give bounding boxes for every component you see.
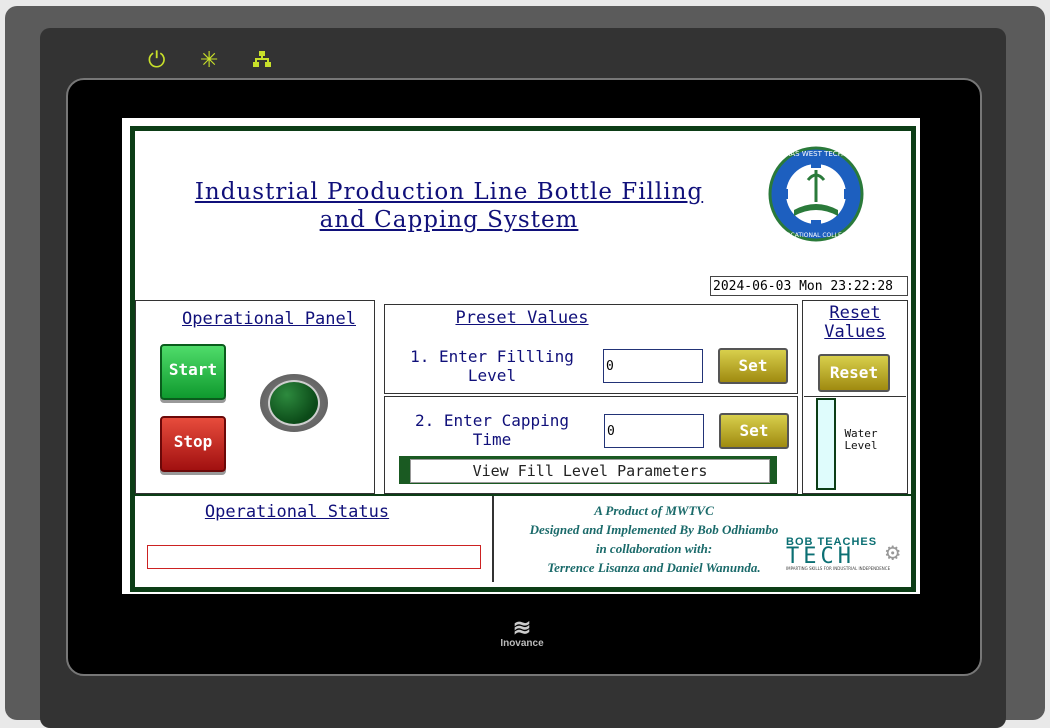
- logo-brand-top: BOB TEACHES: [786, 536, 878, 548]
- reset-values-title-line1: Reset: [829, 303, 881, 323]
- logo-brand-bottom: TECH: [786, 544, 855, 569]
- credits-line1: A Product of MWTVC: [594, 503, 714, 518]
- green-frame: [130, 126, 916, 592]
- bob-teaches-tech-logo: BOB TEACHES TECH IMPARTING SKILLS FOR IN…: [786, 536, 906, 580]
- logo-tagline: IMPARTING SKILLS FOR INDUSTRIAL INDEPEND…: [786, 566, 891, 571]
- run-indicator-lamp: [260, 374, 328, 432]
- capping-time-label: 2. Enter Capping Time: [392, 411, 592, 449]
- brand-logo: ≋ Inovance: [498, 615, 546, 650]
- page-title: Industrial Production Line Bottle Fillin…: [134, 178, 764, 234]
- datetime-display: 2024-06-03 Mon 23:22:28: [710, 276, 908, 296]
- run-indicator-light: [268, 380, 320, 426]
- start-button[interactable]: Start: [160, 344, 226, 400]
- brand-wave-icon: ≋: [512, 615, 532, 640]
- credits-block: A Product of MWTVC Designed and Implemen…: [494, 501, 814, 577]
- title-line-2: and Capping System: [319, 207, 579, 233]
- bottom-divider: [135, 494, 911, 496]
- capping-time-label-line1: 2. Enter Capping: [414, 411, 570, 430]
- fill-level-set-button[interactable]: Set: [718, 348, 788, 384]
- reset-button[interactable]: Reset: [818, 354, 890, 392]
- water-level-label: Water Level: [834, 428, 888, 452]
- stop-button[interactable]: Stop: [160, 416, 226, 472]
- fill-level-label-line1: 1. Enter Fillling: [410, 347, 574, 366]
- gear-icon: ⚙: [885, 538, 900, 566]
- water-level-gauge: [816, 398, 836, 490]
- run-icon: ✳: [200, 48, 219, 73]
- hmi-display: Industrial Production Line Bottle Fillin…: [122, 118, 920, 594]
- operational-status-field: [147, 545, 481, 569]
- view-fill-level-button[interactable]: View Fill Level Parameters: [410, 459, 770, 483]
- preset-values-title: Preset Values: [455, 308, 589, 328]
- logo-text-top: NGOMAS WEST TECHNICAL: [768, 150, 864, 158]
- fill-level-input[interactable]: [603, 349, 703, 383]
- credits-line2: Designed and Implemented By Bob Odhiambo: [529, 522, 779, 537]
- credits-line3: in collaboration with:: [595, 541, 713, 556]
- bottom-vertical-divider: [492, 496, 494, 582]
- title-line-1: Industrial Production Line Bottle Fillin…: [194, 179, 704, 205]
- reset-values-title-line2: Values: [824, 322, 886, 342]
- operational-status-title: Operational Status: [204, 502, 390, 522]
- college-logo-icon: NGOMAS WEST TECHNICAL VOCATIONAL COLLEGE: [764, 142, 868, 246]
- capping-time-input[interactable]: [604, 414, 704, 448]
- capping-time-set-button[interactable]: Set: [719, 413, 789, 449]
- power-icon: ⏻: [148, 48, 166, 73]
- reset-values-title: Reset Values: [810, 304, 900, 342]
- fill-level-label-line2: Level: [467, 366, 517, 385]
- network-icon-svg: [253, 51, 271, 67]
- water-level-label-line2: Level: [844, 439, 878, 452]
- network-icon: [252, 50, 272, 74]
- operational-panel-title: Operational Panel: [182, 309, 356, 329]
- fill-level-label: 1. Enter Fillling Level: [392, 347, 592, 385]
- reset-divider: [804, 396, 906, 397]
- water-level-label-line1: Water: [844, 427, 878, 440]
- capping-time-label-line2: Time: [472, 430, 512, 449]
- brand-name: Inovance: [500, 638, 544, 649]
- credits-line4: Terrence Lisanza and Daniel Wanunda.: [547, 560, 761, 575]
- logo-text-bottom: VOCATIONAL COLLEGE: [782, 232, 851, 239]
